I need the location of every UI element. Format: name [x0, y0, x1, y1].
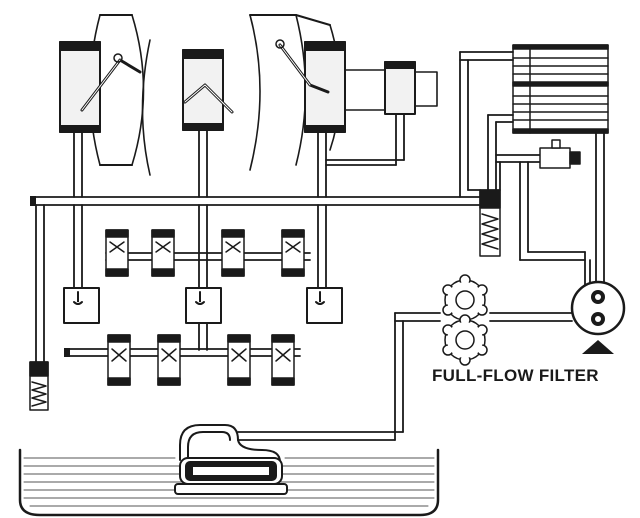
- lower-lifters: [107, 334, 295, 386]
- pressure-switch-icon: [539, 139, 581, 169]
- cam-bearing-blocks: [63, 287, 343, 324]
- oil-gallery: [30, 114, 481, 363]
- filter-label: FULL-FLOW FILTER: [432, 366, 599, 385]
- bypass-valve-icon: [479, 189, 501, 257]
- relief-valve-icon: [29, 361, 49, 411]
- cooler-lines: [459, 51, 605, 291]
- oil-cooler-icon: [512, 44, 609, 134]
- gear-pump-icon: [442, 274, 488, 366]
- pickup-strainer-icon: [174, 424, 288, 495]
- upper-lifters: [105, 229, 305, 277]
- crankshaft-icon: [59, 14, 438, 176]
- pump-lines: [237, 312, 573, 441]
- full-flow-filter-icon: [570, 280, 626, 354]
